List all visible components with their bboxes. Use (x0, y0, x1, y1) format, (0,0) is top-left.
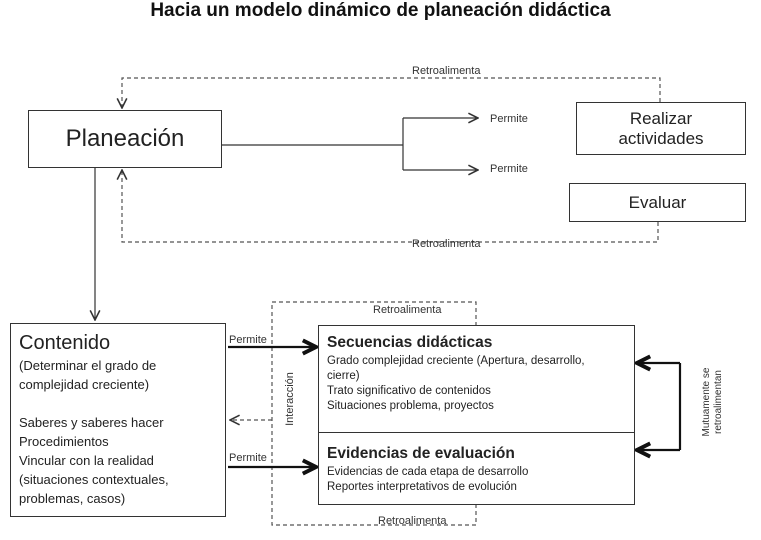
contenido-line: problemas, casos) (19, 491, 126, 506)
contenido-line: complejidad creciente) (19, 377, 150, 392)
secuencias-line: Trato significativo de contenidos (327, 385, 491, 397)
permite-label-4: Permite (229, 452, 267, 464)
mutuamente-line: retroalimentan (713, 370, 724, 434)
secuencias-line: cierre) (327, 370, 360, 382)
mutuamente-line: Mutuamente se (701, 367, 712, 437)
contenido-box: Contenido (Determinar el grado de comple… (10, 323, 226, 517)
secuencias-line: Grado complejidad creciente (Apertura, d… (327, 355, 585, 367)
evaluar-box: Evaluar (569, 183, 746, 222)
contenido-line: Saberes y saberes hacer (19, 415, 164, 430)
contenido-title: Contenido (19, 332, 111, 354)
retro-label-frame-top: Retroalimenta (373, 304, 442, 316)
retro-label-top: Retroalimenta (412, 65, 481, 77)
retro-top-line (122, 77, 661, 108)
secuencias-box: Secuencias didácticas Grado complejidad … (318, 325, 635, 433)
retro-label-frame-bottom: Retroalimenta (378, 515, 447, 527)
evidencias-box: Evidencias de evaluación Evidencias de c… (318, 432, 635, 505)
evidencias-title: Evidencias de evaluación (327, 445, 515, 462)
evidencias-line: Evidencias de cada etapa de desarrollo (327, 466, 529, 478)
contenido-line: (Determinar el grado de (19, 358, 157, 373)
permite-label-2: Permite (490, 163, 528, 175)
secuencias-title: Secuencias didácticas (327, 334, 493, 351)
retro-label-mid: Retroalimenta (412, 238, 481, 250)
page-title: Hacia un modelo dinámico de planeación d… (150, 0, 611, 21)
permite-label-1: Permite (490, 113, 528, 125)
contenido-line: (situaciones contextuales, (19, 472, 169, 487)
planeacion-box: Planeación (28, 110, 222, 168)
permite-label-3: Permite (229, 334, 267, 346)
mutuamente-label: Mutuamente se retroalimentan (701, 357, 725, 447)
evidencias-line: Reportes interpretativos de evolución (327, 481, 517, 493)
retro-bottom-line (122, 170, 659, 243)
realizar-box: Realizar actividades (576, 102, 746, 155)
secuencias-line: Situaciones problema, proyectos (327, 400, 494, 412)
interaccion-label: Interacción (284, 372, 296, 426)
contenido-line: Procedimientos (19, 434, 109, 449)
contenido-line: Vincular con la realidad (19, 453, 154, 468)
